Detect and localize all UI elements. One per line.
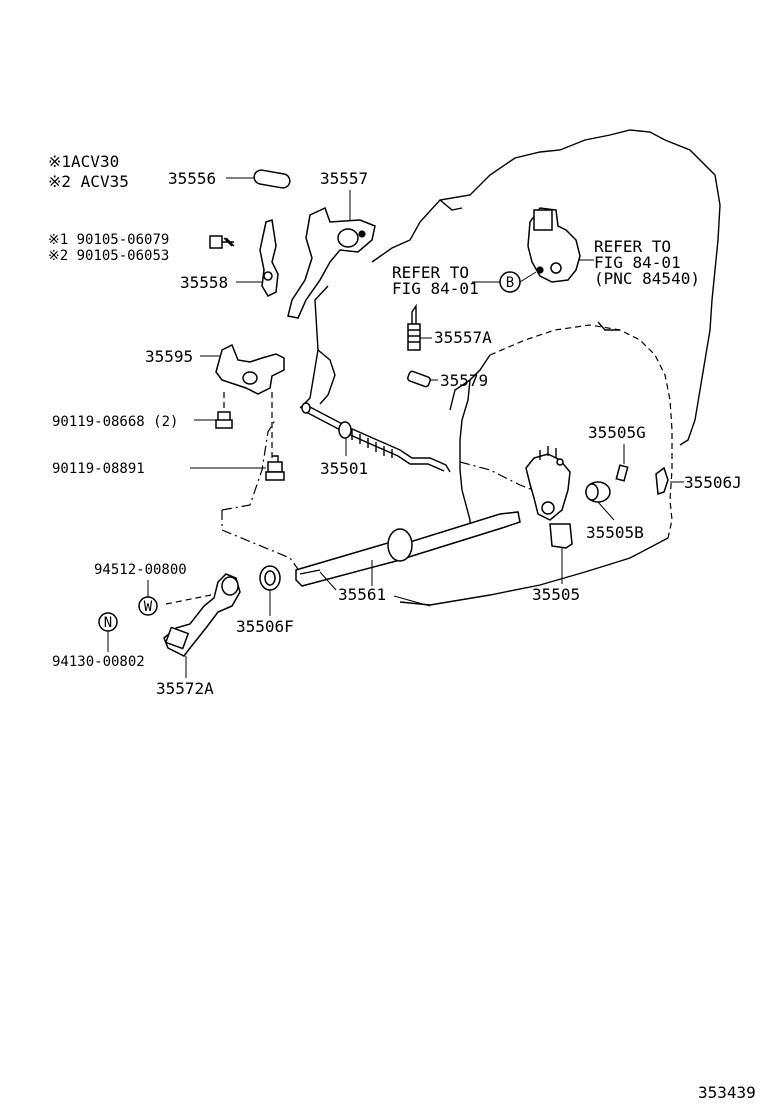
part-35561-shaft: 35561 [295,511,521,607]
transmission-housing-outline [221,129,721,606]
label-35579: 35579 [440,371,488,390]
label-35506F: 35506F [236,617,294,636]
part-35506F-seal: 35506F [236,565,294,636]
symbol-n: N [104,615,112,631]
part-35557A-plug: 35557A [407,303,492,351]
part-35505G-pin: 35505G [588,423,646,482]
label-35557: 35557 [320,169,368,188]
label-35505B: 35505B [586,523,644,542]
label-90119-08891: 90119-08891 [52,461,145,477]
part-35572A-lever: 35572A [156,573,241,698]
label-90119-08668: 90119-08668 (2) [52,414,178,430]
symbol-w: W [144,599,153,615]
symbol-b: B [506,275,514,291]
label-refer-right-2: FIG 84-01 [594,253,681,272]
part-35595-bracket: 35595 [145,343,285,460]
part-neutral-start-switch [527,207,594,283]
part-35501-rod: 35501 [301,402,451,478]
part-94512-washer: 94512-00800 W [94,562,217,616]
part-35558-spring: 35558 [180,219,279,297]
part-90119-08668-bolt: 90119-08668 (2) [52,392,233,430]
label-refer-left-1: REFER TO [392,263,469,282]
part-90119-08891-bolt: 90119-08891 [52,455,285,481]
label-35505: 35505 [532,585,580,604]
label-35561: 35561 [338,585,386,604]
part-35505B-collar: 35505B [585,481,644,542]
part-35506J-clip: 35506J [655,466,742,496]
label-90105-06079: ※1 90105-06079 [48,232,169,248]
figure-code: 353439 [698,1083,756,1102]
part-35556-pin: 35556 [168,169,291,189]
label-94512-00800: 94512-00800 [94,562,187,578]
label-35505G: 35505G [588,423,646,442]
refer-fig-84-01-right: REFER TO FIG 84-01 (PNC 84540) [594,237,700,288]
label-refer-left-2: FIG 84-01 [392,279,479,298]
label-35558: 35558 [180,273,228,292]
part-35579-plug: 35579 [407,370,488,390]
label-refer-right-3: (PNC 84540) [594,269,700,288]
symbol-w-circle [138,596,158,616]
label-35595: 35595 [145,347,193,366]
part-35557-lever: 35557 [287,169,376,319]
label-35557A: 35557A [434,328,492,347]
label-35572A: 35572A [156,679,214,698]
refer-fig-84-01-left: REFER TO FIG 84-01 B [392,263,537,298]
label-35501: 35501 [320,459,368,478]
note-acv35: ※2 ACV35 [48,172,129,191]
label-94130-00802: 94130-00802 [52,654,145,670]
label-refer-right-1: REFER TO [594,237,671,256]
label-35556: 35556 [168,169,216,188]
label-90105-06053: ※2 90105-06053 [48,248,169,264]
part-90105-bolt: ※1 90105-06079 ※2 90105-06053 [48,232,235,264]
part-35505-spacer: 35505 [532,523,580,604]
note-acv30: ※1ACV30 [48,152,119,171]
label-35506J: 35506J [684,473,742,492]
part-manual-valve-lever [525,446,571,521]
part-94130-nut: N 94130-00802 [52,612,145,670]
